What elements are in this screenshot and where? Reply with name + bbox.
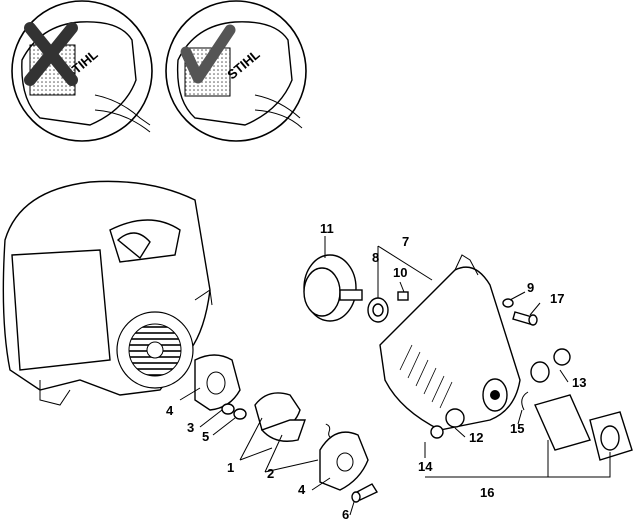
callout-13: 13 xyxy=(572,375,586,390)
bushing-13 xyxy=(530,348,571,383)
screw-6 xyxy=(351,483,379,503)
callout-4b: 4 xyxy=(298,482,306,497)
callout-17: 17 xyxy=(550,291,564,306)
bushing-12 xyxy=(430,408,465,439)
inset-correct: STIHL xyxy=(165,0,307,142)
callout-2: 2 xyxy=(267,466,274,481)
engine-housing xyxy=(2,180,213,406)
callout-9: 9 xyxy=(527,280,534,295)
ball-bearing xyxy=(367,297,389,323)
screw-17 xyxy=(512,311,538,326)
gear-housing xyxy=(379,254,521,431)
callout-11: 11 xyxy=(320,221,334,236)
callout-5: 5 xyxy=(202,429,209,444)
callout-7: 7 xyxy=(402,234,409,249)
leader-lines xyxy=(179,236,611,516)
callout-3: 3 xyxy=(187,420,194,435)
clutch-spring-plate-lower xyxy=(319,431,369,491)
callout-10: 10 xyxy=(393,265,407,280)
clutch-spring-plate-upper xyxy=(194,354,241,411)
callout-4a: 4 xyxy=(166,403,174,418)
screw-10 xyxy=(397,291,409,301)
callout-8: 8 xyxy=(372,250,379,265)
callout-15: 15 xyxy=(510,421,524,436)
inset-incorrect: STIHL xyxy=(11,0,153,142)
callout-14: 14 xyxy=(418,459,433,474)
circlip-15 xyxy=(521,391,529,411)
nut-9 xyxy=(502,298,514,308)
drive-coupling-16 xyxy=(534,394,633,461)
clutch-shoes xyxy=(254,392,306,442)
washer-3 xyxy=(221,403,235,415)
callouts: 11 7 8 10 9 17 13 4 3 5 12 15 1 2 4 14 1… xyxy=(166,221,586,522)
clutch-drum xyxy=(303,254,363,322)
incorrect-x-icon xyxy=(24,22,78,86)
washer-5 xyxy=(233,408,247,420)
callout-1: 1 xyxy=(227,460,234,475)
cooling-fan xyxy=(116,311,194,389)
callout-12: 12 xyxy=(469,430,483,445)
callout-16: 16 xyxy=(480,485,494,500)
callout-6: 6 xyxy=(342,507,349,522)
gear-housing-fins xyxy=(399,344,453,409)
correct-check-icon xyxy=(180,24,236,84)
